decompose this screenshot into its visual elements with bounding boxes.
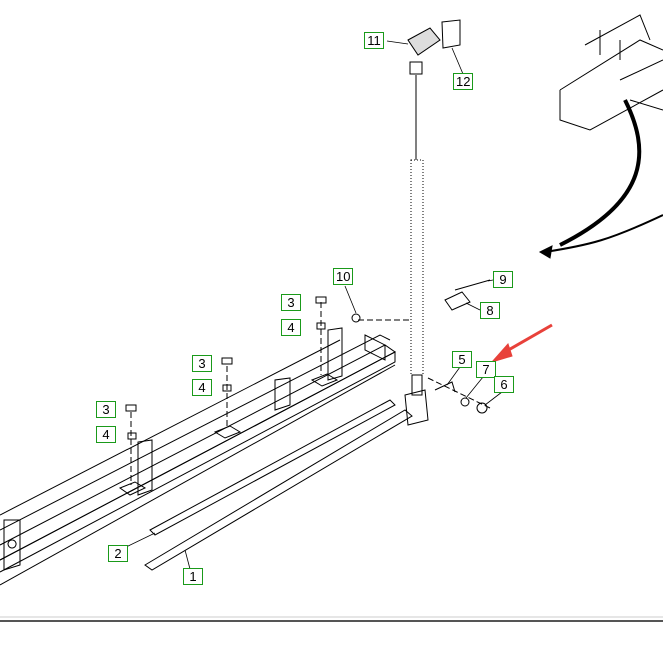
fastener-lines (130, 302, 491, 485)
leader-lines (123, 40, 503, 570)
bolts (125, 296, 361, 440)
callout-3b[interactable]: 3 (192, 355, 212, 372)
callout-4c[interactable]: 4 (96, 426, 116, 443)
callout-3c[interactable]: 3 (96, 401, 116, 418)
callout-3a[interactable]: 3 (281, 294, 301, 311)
callout-4b[interactable]: 4 (192, 379, 212, 396)
small-parts (434, 279, 491, 414)
rail-assembly (0, 327, 396, 586)
callout-5[interactable]: 5 (452, 351, 472, 368)
callout-1[interactable]: 1 (183, 568, 203, 585)
footer-divider (0, 620, 663, 622)
callout-6[interactable]: 6 (494, 376, 514, 393)
pointer-arrow (490, 323, 553, 363)
machine-frame (538, 14, 663, 259)
strips (144, 399, 413, 571)
callout-9[interactable]: 9 (493, 271, 513, 288)
callout-8[interactable]: 8 (480, 302, 500, 319)
callout-4a[interactable]: 4 (281, 319, 301, 336)
callout-11[interactable]: 11 (364, 32, 384, 49)
callout-2[interactable]: 2 (108, 545, 128, 562)
callout-7[interactable]: 7 (476, 361, 496, 378)
callout-12[interactable]: 12 (453, 73, 474, 90)
footer-divider-light (0, 616, 663, 618)
callout-10[interactable]: 10 (333, 268, 354, 285)
cable-spring (404, 19, 461, 426)
